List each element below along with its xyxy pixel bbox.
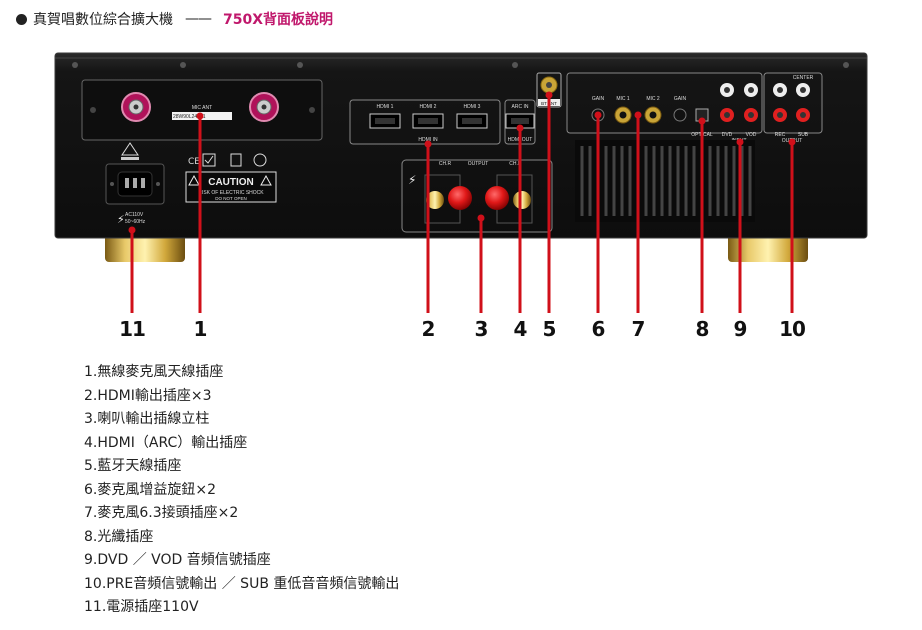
svg-text:⚡: ⚡ xyxy=(117,213,125,226)
header-dash: —— xyxy=(185,11,212,27)
chl-label: CH.L xyxy=(509,161,521,167)
callout-number-3: 3 xyxy=(474,317,489,341)
speaker-output-label: OUTPUT xyxy=(468,161,489,167)
center-label: CENTER xyxy=(793,75,814,81)
legend-item: 5.藍牙天線插座 xyxy=(84,458,182,474)
hdmi1-label: HDMI 1 xyxy=(377,104,394,110)
legend-item: 9.DVD ／ VOD 音頻信號插座 xyxy=(84,552,271,568)
page-header: 真賀唱數位綜合擴大機 —— 750X背面板說明 xyxy=(16,9,333,29)
callout-number-1: 1 xyxy=(193,317,208,341)
hdmi2-label: HDMI 2 xyxy=(420,104,437,110)
caution-title: CAUTION xyxy=(208,177,254,188)
mic2-label: MIC 2 xyxy=(646,96,660,102)
callout-dots xyxy=(128,91,796,234)
legend-item: 6.麥克風增益旋鈕×2 xyxy=(84,481,216,498)
gain-left-label: GAIN xyxy=(592,96,605,102)
mic1-label: MIC 1 xyxy=(616,96,630,102)
legend-item: 2.HDMI輸出插座×3 xyxy=(84,387,212,404)
warning-shock-icon xyxy=(121,142,139,160)
legend-item: 8.光纖插座 xyxy=(84,528,154,545)
power-inlet xyxy=(105,163,165,205)
chr-label: CH.R xyxy=(439,161,452,167)
rec-label: REC xyxy=(775,132,786,138)
gain-right-label: GAIN xyxy=(674,96,687,102)
callout-number-2: 2 xyxy=(421,317,436,341)
caution-line1: RISK OF ELECTRIC SHOCK xyxy=(198,190,264,196)
legend-item: 11.電源插座110V xyxy=(84,599,199,615)
sub-label: SUB xyxy=(798,132,809,138)
legend-item: 3.喇叭輸出插線立柱 xyxy=(84,411,210,427)
vod-label: VOD xyxy=(746,132,757,138)
dvd-label: DVD xyxy=(722,132,733,138)
mic-antenna-module: MIC ANT 28W90L24501 xyxy=(81,79,323,141)
legend-item: 4.HDMI（ARC）輸出插座 xyxy=(84,434,248,451)
bullet-icon xyxy=(16,13,27,25)
arc-in-label: ARC IN xyxy=(512,104,529,110)
svg-text:⚡: ⚡ xyxy=(408,173,416,187)
callout-number-10: 10 xyxy=(779,317,806,341)
hdmi-in-label: HDMI IN xyxy=(418,137,438,143)
legend-item: 10.PRE音頻信號輸出 ／ SUB 重低音音頻信號輸出 xyxy=(84,575,400,592)
callout-number-11: 11 xyxy=(119,317,146,341)
speaker-terminal-module: CH.R OUTPUT CH.L ⚡ xyxy=(401,159,553,233)
callout-number-8: 8 xyxy=(695,317,710,341)
ce-mark-icon: CE xyxy=(188,157,200,167)
legend-item: 7.麥克風6.3接頭插座×2 xyxy=(84,505,239,521)
mic-serial-label: 28W90L24501 xyxy=(173,114,206,120)
callout-number-4: 4 xyxy=(513,317,528,341)
ac-frequency-label: 50~60Hz xyxy=(125,219,146,225)
checkmark-cert-icon xyxy=(202,153,216,167)
callout-lines xyxy=(130,95,794,313)
foot-right-rear xyxy=(728,232,808,262)
hdmi3-label: HDMI 3 xyxy=(464,104,481,110)
callout-number-9: 9 xyxy=(733,317,748,341)
ac-voltage-label: AC110V xyxy=(125,212,144,218)
cooling-vents xyxy=(575,140,755,222)
foot-left-rear xyxy=(105,232,185,262)
callout-number-6: 6 xyxy=(591,317,606,341)
rear-panel-image: MIC ANT 28W90L24501 AC110V 50~60Hz ⚡ CE … xyxy=(54,52,868,313)
callout-number-7: 7 xyxy=(631,317,646,341)
legend-list: 1.無線麥克風天線插座 2.HDMI輸出插座×3 3.喇叭輸出插線立柱 4.HD… xyxy=(84,361,399,620)
caution-line2: DO NOT OPEN xyxy=(215,196,246,201)
header-title: 真賀唱數位綜合擴大機 xyxy=(33,12,173,28)
legend-item: 1.無線麥克風天線插座 xyxy=(84,364,224,380)
gain-knob-right xyxy=(673,108,687,122)
callout-number-5: 5 xyxy=(542,317,557,341)
hdmi-in-module: HDMI 1 HDMI 2 HDMI 3 HDMI IN xyxy=(349,99,501,145)
recycle-bin-icon xyxy=(230,153,242,167)
cert-seal-icon xyxy=(253,153,267,167)
header-model: 750X背面板說明 xyxy=(223,12,334,28)
mic-ant-label: MIC ANT xyxy=(192,105,212,111)
